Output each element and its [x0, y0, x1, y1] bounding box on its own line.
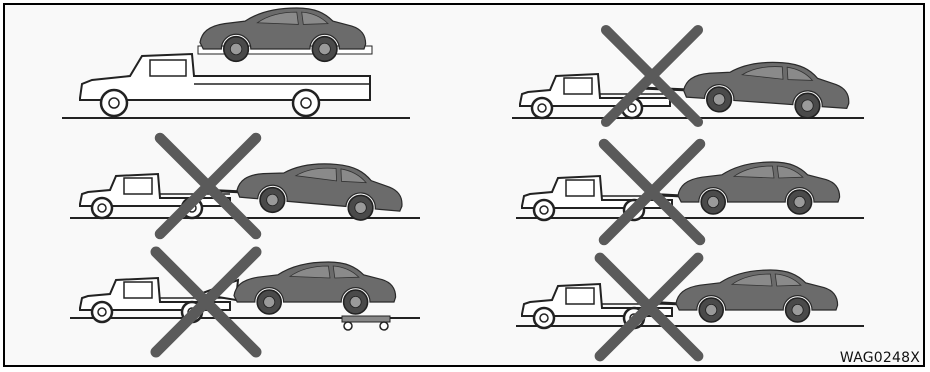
panel-wheel-lift-top-right — [512, 30, 864, 122]
panel-dolly-bottom-left — [70, 252, 420, 352]
panel-all-wheels-bottom-right — [516, 258, 864, 356]
panel-flatbed — [62, 8, 410, 118]
panel-rear-raised-middle-left — [70, 138, 420, 234]
figure-code: WAG0248X — [840, 350, 920, 366]
panel-front-raised-middle-right — [516, 144, 864, 240]
